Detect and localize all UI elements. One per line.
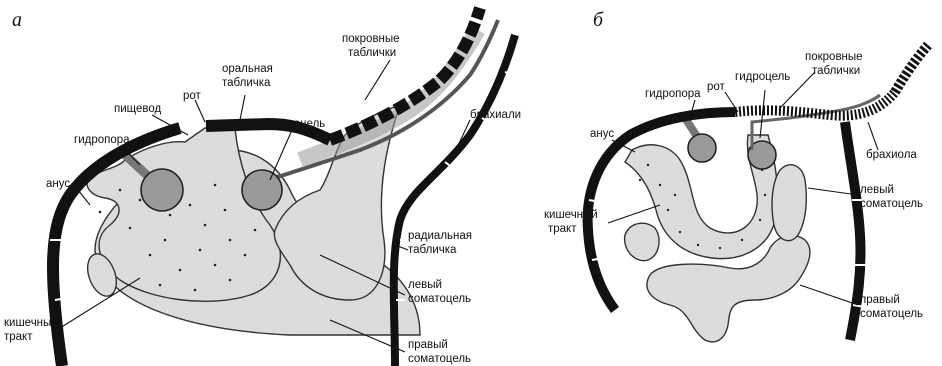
a-label-kishechnyi-2: тракт (4, 331, 33, 343)
a-label-brakhiali: брахиали (470, 109, 521, 121)
panel-b: б (544, 9, 928, 342)
b-label-rot: рот (707, 81, 726, 93)
b-label-brakhiola: брахиола (866, 149, 917, 161)
a-hydropore-vesicle (141, 169, 183, 211)
a-label-pokrovnye-2: таблички (348, 47, 396, 59)
b-label-levyi-1: левый (860, 184, 894, 196)
panel-a: а (4, 8, 521, 366)
b-brachiole (895, 45, 928, 92)
b-hydropore-vesicle (688, 134, 716, 162)
a-label-anus: анус (46, 178, 70, 190)
a-hydrocoel (242, 170, 282, 210)
a-label-levyi-2: соматоцель (408, 293, 471, 305)
b-label-kishechnyi-1: кишечный (544, 209, 598, 221)
b-covering-plates (735, 92, 895, 116)
b-small-lobe (625, 223, 659, 260)
panel-b-letter: б (593, 9, 604, 31)
a-label-rot: рот (183, 90, 202, 102)
b-body-wall-right (845, 122, 861, 340)
b-label-kishechnyi-2: тракт (548, 223, 577, 235)
panel-a-letter: а (12, 9, 22, 31)
b-label-pokrovnye-1: покровные (805, 51, 863, 63)
b-label-gidrotsel: гидроцель (735, 71, 790, 83)
a-label-gidrotsel: гидроцель (270, 118, 325, 130)
b-label-anus: анус (590, 128, 614, 140)
a-label-pokrovnye-1: покровные (342, 33, 400, 45)
a-label-levyi-1: левый (408, 279, 442, 291)
a-label-pishchevod: пищевод (114, 103, 162, 115)
a-label-kishechnyi-1: кишечный (4, 317, 58, 329)
a-label-radialnaya-1: радиальная (408, 230, 472, 242)
b-label-pokrovnye-2: таблички (812, 65, 860, 77)
a-label-radialnaya-2: табличка (408, 244, 457, 256)
b-label-levyi-2: соматоцель (860, 198, 923, 210)
b-left-somatocoel (772, 165, 806, 241)
b-label-pravyi-1: правый (860, 294, 900, 306)
b-label-gidropora: гидропора (645, 88, 701, 100)
a-label-pravyi-1: правый (408, 339, 448, 351)
b-label-pravyi-2: соматоцель (860, 308, 923, 320)
a-label-oralnaya-1: оральная (222, 63, 273, 75)
a-label-gidropora: гидропора (74, 134, 130, 146)
a-label-oralnaya-2: табличка (222, 77, 271, 89)
b-water-canal (752, 95, 880, 150)
a-label-pravyi-2: соматоцель (408, 353, 471, 365)
